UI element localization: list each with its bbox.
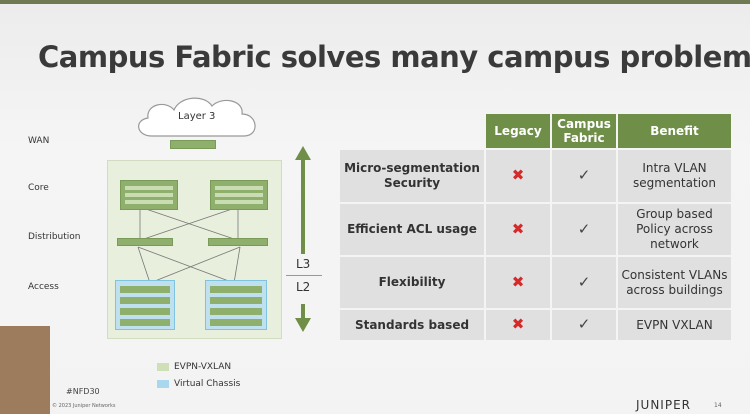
legend-swatch-evpn — [157, 363, 169, 371]
virtual-chassis-right — [205, 280, 267, 330]
table-row: Micro-segmentation Security ✖ ✓ Intra VL… — [340, 150, 731, 202]
legend-label-evpn: EVPN-VXLAN — [174, 362, 232, 372]
l3-l2-arrow — [295, 146, 311, 332]
cross-icon: ✖ — [511, 166, 525, 184]
benefit-cell: EVPN VXLAN — [618, 310, 731, 340]
core-switch-left — [120, 180, 178, 210]
virtual-chassis-left — [115, 280, 175, 330]
header-benefit: Benefit — [618, 114, 731, 148]
cloud-icon — [138, 97, 256, 137]
slide-title: Campus Fabric solves many campus problem… — [38, 40, 750, 74]
feature-cell: Standards based — [340, 310, 484, 340]
check-icon: ✓ — [577, 315, 591, 333]
legacy-cell: ✖ — [486, 257, 550, 308]
event-hashtag: #NFD30 — [66, 387, 100, 396]
legend-label-vc: Virtual Chassis — [174, 379, 241, 389]
fabric-cell: ✓ — [552, 204, 616, 255]
core-switch-right — [210, 180, 268, 210]
feature-cell: Efficient ACL usage — [340, 204, 484, 255]
benefit-cell: Group based Policy across network — [618, 204, 731, 255]
check-icon: ✓ — [577, 272, 591, 291]
table-row: Flexibility ✖ ✓ Consistent VLANs across … — [340, 257, 731, 308]
l3-label: L3 — [296, 257, 311, 271]
table-row: Standards based ✖ ✓ EVPN VXLAN — [340, 310, 731, 340]
page-number: 14 — [714, 402, 722, 409]
l2-label: L2 — [296, 280, 311, 294]
check-icon: ✓ — [577, 219, 591, 238]
header-blank — [340, 114, 484, 148]
feature-cell: Flexibility — [340, 257, 484, 308]
fabric-links — [137, 206, 241, 284]
cross-icon: ✖ — [511, 272, 525, 291]
check-icon: ✓ — [577, 166, 591, 184]
distribution-switch-left — [117, 238, 173, 246]
feature-cell: Micro-segmentation Security — [340, 150, 484, 202]
tier-label-distribution: Distribution — [28, 232, 81, 242]
juniper-logo: JUNIPER — [636, 398, 691, 412]
benefit-cell: Consistent VLANs across buildings — [618, 257, 731, 308]
benefit-cell: Intra VLAN segmentation — [618, 150, 731, 202]
legacy-cell: ✖ — [486, 204, 550, 255]
table-row: Efficient ACL usage ✖ ✓ Group based Poli… — [340, 204, 731, 255]
header-legacy: Legacy — [486, 114, 550, 148]
cloud-label: Layer 3 — [178, 111, 216, 122]
wan-router — [170, 140, 216, 149]
copyright-text: © 2023 Juniper Networks — [52, 403, 116, 409]
legend-swatch-vc — [157, 380, 169, 388]
legacy-cell: ✖ — [486, 150, 550, 202]
tier-label-wan: WAN — [28, 136, 50, 146]
distribution-switch-right — [208, 238, 268, 246]
l3-l2-divider — [286, 275, 322, 276]
slide: Campus Fabric solves many campus problem… — [0, 4, 750, 414]
fabric-cell: ✓ — [552, 150, 616, 202]
cross-icon: ✖ — [511, 315, 525, 333]
presenter-video-corner — [0, 326, 50, 414]
tier-label-core: Core — [28, 183, 49, 193]
legacy-cell: ✖ — [486, 310, 550, 340]
fabric-cell: ✓ — [552, 257, 616, 308]
fabric-cell: ✓ — [552, 310, 616, 340]
tier-label-access: Access — [28, 282, 59, 292]
cross-icon: ✖ — [511, 219, 525, 238]
